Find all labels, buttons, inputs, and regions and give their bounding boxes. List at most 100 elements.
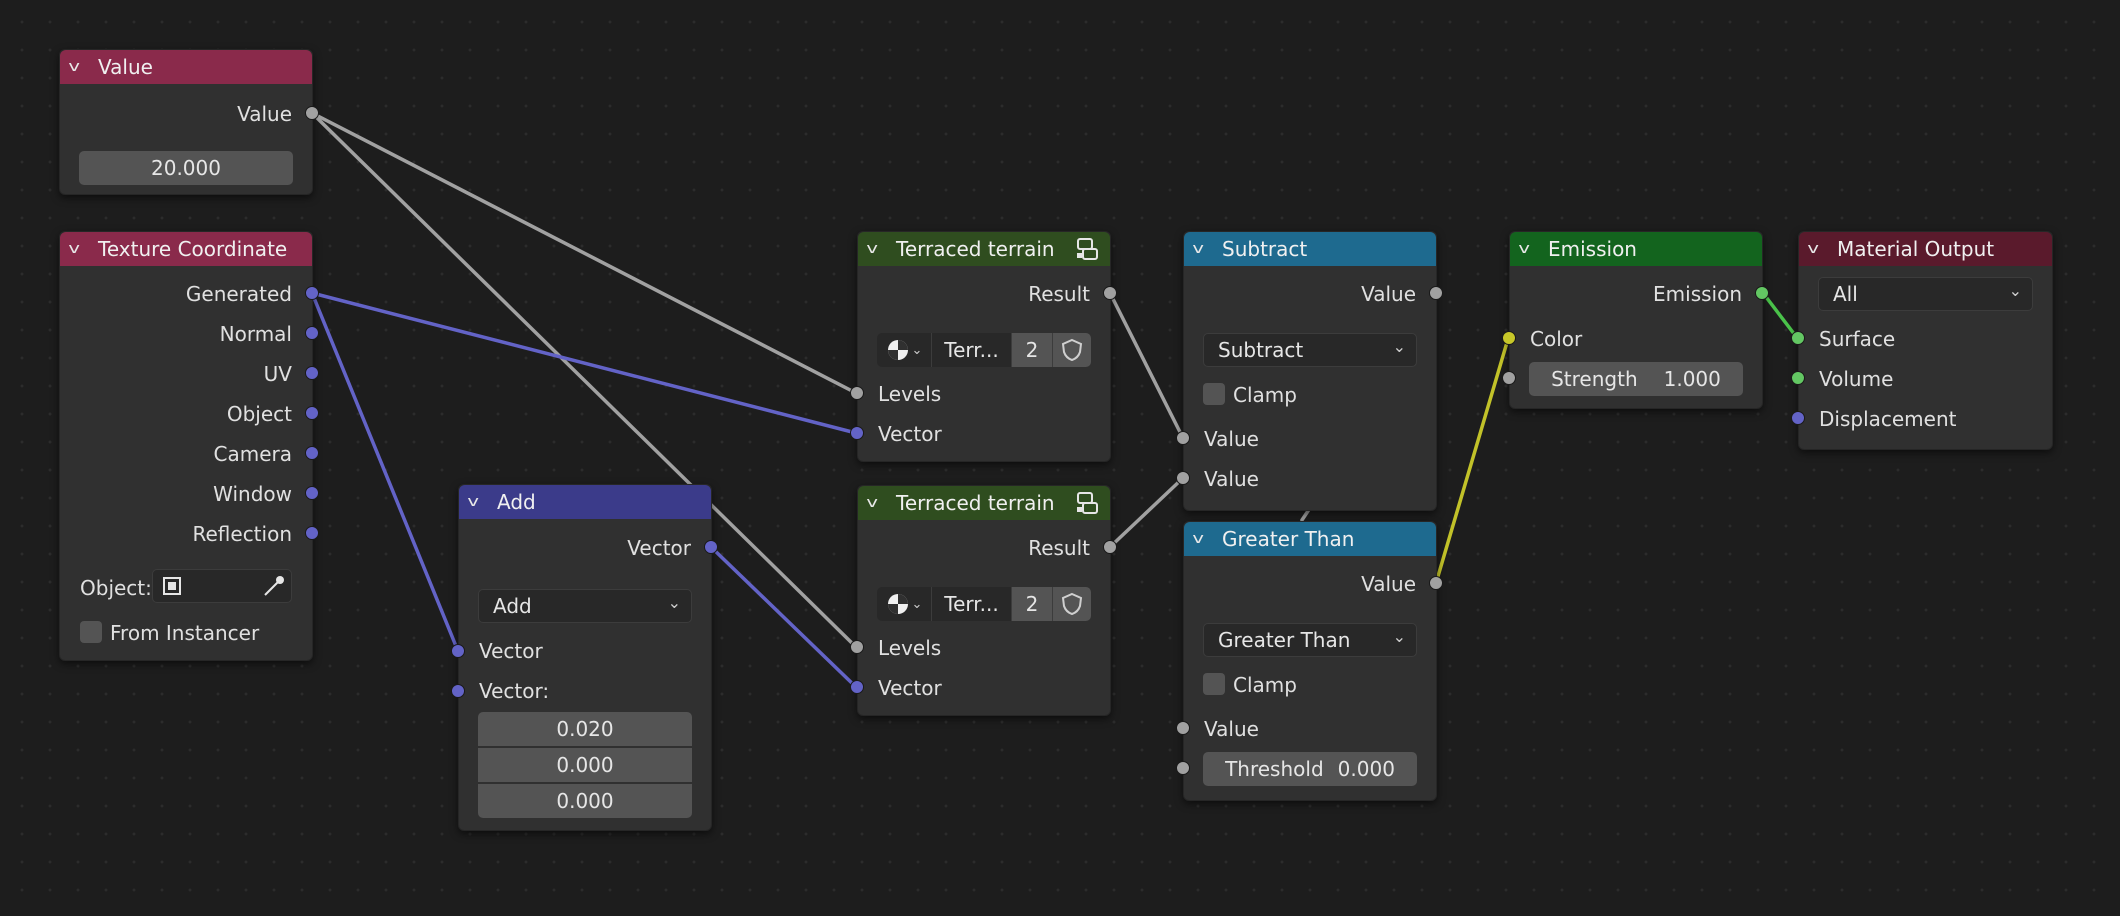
from-instancer-checkbox[interactable] (80, 621, 102, 643)
input-value-2: Value (1204, 467, 1259, 491)
socket-subtract-value1-in[interactable] (1176, 431, 1190, 445)
chevron-down-icon: ⌄ (667, 593, 681, 612)
terraced1-header[interactable]: v Terraced terrain (858, 232, 1110, 266)
emission-header[interactable]: v Emission (1510, 232, 1762, 266)
group-name[interactable]: Terr... (932, 587, 1012, 621)
material-output-header[interactable]: v Material Output (1799, 232, 2052, 266)
socket-terraced2-levels-in[interactable] (850, 640, 864, 654)
fake-user-shield-icon[interactable] (1052, 333, 1091, 367)
value-node[interactable]: v Value Value 20.000 (59, 49, 313, 195)
chevron-down-icon: ⌄ (1392, 627, 1406, 646)
operation-dropdown[interactable]: Subtract ⌄ (1203, 333, 1417, 367)
socket-add-vector2-in[interactable] (451, 684, 465, 698)
socket-greater-value-in[interactable] (1176, 721, 1190, 735)
fake-user-shield-icon[interactable] (1052, 587, 1091, 621)
greater-than-header[interactable]: v Greater Than (1184, 522, 1436, 556)
group-datablock-selector[interactable]: ⌄ Terr... 2 (877, 587, 1091, 621)
object-picker[interactable] (152, 569, 292, 603)
socket-emission-out[interactable] (1755, 286, 1769, 300)
socket-terraced1-levels-in[interactable] (850, 386, 864, 400)
socket-subtract-value2-in[interactable] (1176, 471, 1190, 485)
socket-volume-in[interactable] (1791, 371, 1805, 385)
socket-add-vector-out[interactable] (704, 540, 718, 554)
socket-normal-out[interactable] (305, 326, 319, 340)
strength-field[interactable]: Strength 1.000 (1529, 362, 1743, 396)
eyedropper-icon[interactable] (261, 573, 287, 599)
socket-value-out[interactable] (305, 106, 319, 120)
socket-terraced1-result-out[interactable] (1103, 286, 1117, 300)
value-node-header[interactable]: v Value (60, 50, 312, 84)
add-node-header[interactable]: v Add (459, 485, 711, 519)
operation-dropdown[interactable]: Greater Than ⌄ (1203, 623, 1417, 657)
user-count[interactable]: 2 (1012, 333, 1052, 367)
texture-coordinate-node[interactable]: v Texture Coordinate Generated Normal UV… (59, 231, 313, 661)
chevron-down-icon[interactable]: v (467, 494, 480, 510)
output-uv: UV (263, 362, 292, 386)
greater-than-node[interactable]: v Greater Than Value Greater Than ⌄ Clam… (1183, 521, 1437, 801)
link-greater-to-emission-color (1434, 337, 1510, 585)
socket-uv-out[interactable] (305, 366, 319, 380)
socket-surface-in[interactable] (1791, 331, 1805, 345)
socket-camera-out[interactable] (305, 446, 319, 460)
chevron-down-icon[interactable]: v (68, 241, 81, 257)
input-vector: Vector (878, 676, 942, 700)
user-count[interactable]: 2 (1012, 587, 1052, 621)
socket-displacement-in[interactable] (1791, 411, 1805, 425)
chevron-down-icon[interactable]: v (866, 241, 879, 257)
from-instancer-label: From Instancer (110, 621, 260, 645)
material-sphere-icon[interactable]: ⌄ (877, 333, 932, 367)
clamp-checkbox[interactable] (1203, 383, 1225, 405)
link-generated-to-terraced1-vector (310, 291, 858, 435)
target-dropdown[interactable]: All ⌄ (1818, 277, 2033, 311)
add-node[interactable]: v Add Vector Add ⌄ Vector Vector: 0.020 … (458, 484, 712, 831)
terraced-terrain-node-1[interactable]: v Terraced terrain Result ⌄ Terr... 2 Le… (857, 231, 1111, 462)
vector-x-field[interactable]: 0.020 (478, 712, 692, 746)
chevron-down-icon[interactable]: v (68, 59, 81, 75)
operation-value: Greater Than (1218, 628, 1351, 652)
value-field[interactable]: 20.000 (79, 151, 293, 185)
emission-node[interactable]: v Emission Emission Color Strength 1.000 (1509, 231, 1763, 409)
chevron-down-icon[interactable]: v (866, 495, 879, 511)
node-group-icon[interactable] (1074, 236, 1100, 262)
socket-reflection-out[interactable] (305, 526, 319, 540)
chevron-down-icon[interactable]: v (1807, 241, 1820, 257)
socket-emission-strength-in[interactable] (1502, 371, 1516, 385)
socket-terraced2-vector-in[interactable] (850, 680, 864, 694)
output-vector: Vector (627, 536, 691, 560)
subtract-header[interactable]: v Subtract (1184, 232, 1436, 266)
group-datablock-selector[interactable]: ⌄ Terr... 2 (877, 333, 1091, 367)
input-color: Color (1530, 327, 1583, 351)
socket-greater-value-out[interactable] (1429, 576, 1443, 590)
socket-subtract-value-out[interactable] (1429, 286, 1443, 300)
group-name[interactable]: Terr... (932, 333, 1012, 367)
terraced2-header[interactable]: v Terraced terrain (858, 486, 1110, 520)
chevron-down-icon[interactable]: v (1192, 241, 1205, 257)
terraced-terrain-node-2[interactable]: v Terraced terrain Result ⌄ Terr... 2 Le… (857, 485, 1111, 716)
link-terraced2-to-subtract (1108, 476, 1185, 549)
vector-z-field[interactable]: 0.000 (478, 784, 692, 818)
texcoord-node-header[interactable]: v Texture Coordinate (60, 232, 312, 266)
subtract-node[interactable]: v Subtract Value Subtract ⌄ Clamp Value … (1183, 231, 1437, 511)
clamp-checkbox[interactable] (1203, 673, 1225, 695)
input-value: Value (1204, 717, 1259, 741)
chevron-down-icon[interactable]: v (1518, 241, 1531, 257)
socket-greater-threshold-in[interactable] (1176, 761, 1190, 775)
output-window: Window (213, 482, 292, 506)
socket-terraced1-vector-in[interactable] (850, 426, 864, 440)
socket-object-out[interactable] (305, 406, 319, 420)
node-group-icon[interactable] (1074, 490, 1100, 516)
operation-dropdown[interactable]: Add ⌄ (478, 589, 692, 623)
vector-y-field[interactable]: 0.000 (478, 748, 692, 782)
chevron-down-icon[interactable]: v (1192, 531, 1205, 547)
socket-generated-out[interactable] (305, 286, 319, 300)
link-value-to-terraced1-levels (310, 111, 858, 395)
socket-window-out[interactable] (305, 486, 319, 500)
socket-add-vector-in[interactable] (451, 644, 465, 658)
socket-terraced2-result-out[interactable] (1103, 540, 1117, 554)
link-terraced1-to-subtract (1108, 291, 1185, 440)
material-output-node[interactable]: v Material Output All ⌄ Surface Volume D… (1798, 231, 2053, 450)
socket-emission-color-in[interactable] (1502, 331, 1516, 345)
threshold-field[interactable]: Threshold 0.000 (1203, 752, 1417, 786)
node-title: Value (98, 55, 153, 79)
material-sphere-icon[interactable]: ⌄ (877, 587, 932, 621)
